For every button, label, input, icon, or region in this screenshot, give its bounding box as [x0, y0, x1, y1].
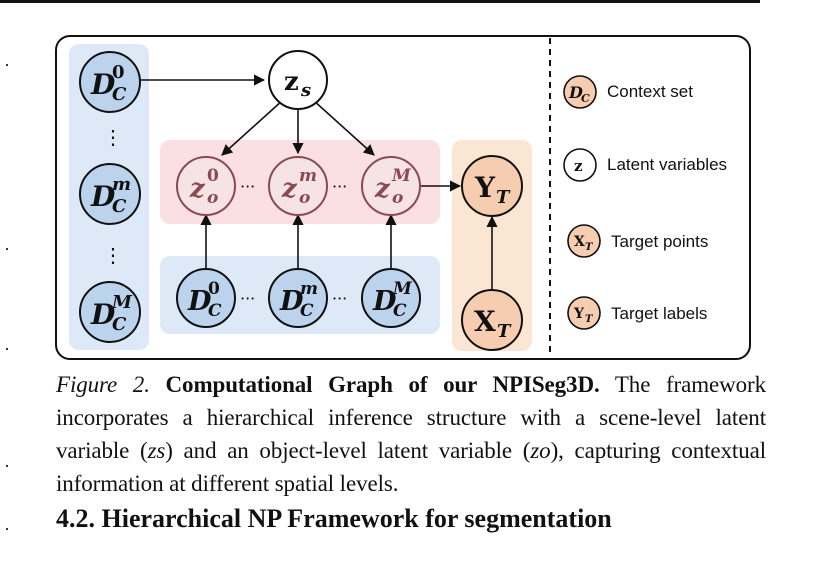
svg-text:Y: Y — [474, 171, 496, 204]
svg-text:Context set: Context set — [607, 82, 693, 101]
svg-text:C: C — [112, 196, 127, 217]
edge-zs-zo0 — [221, 99, 284, 156]
svg-text:z: z — [574, 157, 583, 175]
margin-mark — [6, 465, 8, 467]
svg-text:M: M — [392, 279, 413, 299]
svg-text:o: o — [207, 188, 218, 208]
svg-text:D: D — [90, 298, 116, 331]
legend-dc-icon — [563, 75, 597, 109]
svg-text:C: C — [581, 92, 590, 105]
caption-zo: zo — [530, 438, 551, 463]
node-yt: Y T — [461, 155, 523, 217]
legend-z-icon — [563, 148, 597, 182]
node-zom: z m o — [268, 156, 328, 216]
legend-latent-variables: z Latent variables — [563, 148, 727, 182]
margin-mark — [6, 64, 8, 66]
hdots-latent-right: ··· — [332, 177, 347, 196]
svg-text:m: m — [300, 279, 318, 299]
vdots-lower: ⋮ — [103, 243, 123, 267]
node-zs: z s — [268, 50, 328, 110]
svg-text:Y: Y — [573, 306, 585, 322]
section-heading: 4.2. Hierarchical NP Framework for segme… — [56, 504, 612, 533]
svg-text:o: o — [392, 188, 403, 208]
svg-text:0: 0 — [207, 166, 219, 186]
node-xt: X T — [461, 289, 523, 351]
node-zoM: z M o — [361, 156, 421, 216]
svg-text:X: X — [574, 234, 585, 250]
svg-text:C: C — [112, 314, 127, 335]
svg-text:z: z — [281, 174, 298, 204]
svg-text:Target points: Target points — [611, 232, 708, 251]
caption-zs: zs — [147, 438, 166, 463]
svg-text:z: z — [284, 67, 299, 97]
svg-text:T: T — [585, 242, 594, 253]
svg-text:Latent variables: Latent variables — [607, 155, 727, 174]
svg-text:0: 0 — [208, 279, 220, 299]
legend-target-points: X T Target points — [567, 224, 708, 258]
computational-graph-figure: D 0 C ⋮ D m C ⋮ D M C z s z 0 o ··· z m … — [55, 35, 751, 360]
margin-mark — [6, 348, 8, 350]
node-dcM-object: D M C — [361, 268, 421, 328]
hdots-context-left: ··· — [240, 289, 255, 308]
caption-label: Figure 2. — [56, 372, 150, 397]
top-rule — [0, 0, 760, 3]
node-dcm-object: D m C — [268, 268, 328, 328]
svg-text:T: T — [496, 187, 511, 208]
svg-text:s: s — [300, 80, 311, 101]
legend-xt-icon — [567, 224, 601, 258]
svg-text:C: C — [112, 84, 127, 105]
svg-text:C: C — [393, 301, 407, 321]
svg-text:D: D — [279, 286, 304, 317]
caption-title: Computational Graph of our NPISeg3D. — [165, 372, 600, 397]
svg-text:m: m — [299, 166, 317, 186]
node-dcm: D m C — [79, 163, 141, 225]
legend-target-labels: Y T Target labels — [567, 296, 707, 330]
caption-text-3: ), capturing contextual information at d… — [56, 438, 767, 496]
svg-text:D: D — [372, 286, 397, 317]
svg-text:T: T — [497, 321, 512, 342]
node-dcM: D M C — [79, 281, 141, 343]
svg-text:Target labels: Target labels — [611, 304, 707, 323]
figure-caption: Figure 2. Computational Graph of our NPI… — [56, 368, 766, 500]
node-dc0: D 0 C — [79, 51, 141, 113]
legend-context-set: D C Context set — [563, 75, 693, 109]
svg-text:C: C — [208, 301, 222, 321]
svg-text:M: M — [391, 166, 412, 186]
node-zo0: z 0 o — [176, 156, 236, 216]
svg-text:M: M — [111, 292, 133, 313]
vdots-upper: ⋮ — [103, 125, 123, 149]
svg-text:C: C — [300, 301, 314, 321]
svg-text:z: z — [374, 174, 391, 204]
margin-mark — [6, 248, 8, 250]
svg-text:T: T — [585, 314, 594, 325]
node-dc0-object: D 0 C — [176, 268, 236, 328]
margin-mark — [6, 528, 8, 530]
svg-text:D: D — [90, 68, 116, 101]
hdots-context-right: ··· — [332, 289, 347, 308]
svg-text:m: m — [112, 174, 131, 195]
svg-text:o: o — [299, 188, 310, 208]
svg-text:z: z — [189, 174, 206, 204]
svg-text:D: D — [568, 83, 583, 102]
svg-text:D: D — [90, 180, 116, 213]
caption-text-2: ) and an object-level latent variable ( — [165, 438, 531, 463]
hdots-latent-left: ··· — [240, 177, 255, 196]
svg-text:X: X — [474, 305, 496, 338]
svg-text:0: 0 — [112, 62, 125, 83]
legend-yt-icon — [567, 296, 601, 330]
caption-text-1: The framework incorporates a hierarchica… — [56, 372, 766, 463]
svg-text:D: D — [187, 286, 212, 317]
edge-zs-zoM — [312, 99, 375, 156]
